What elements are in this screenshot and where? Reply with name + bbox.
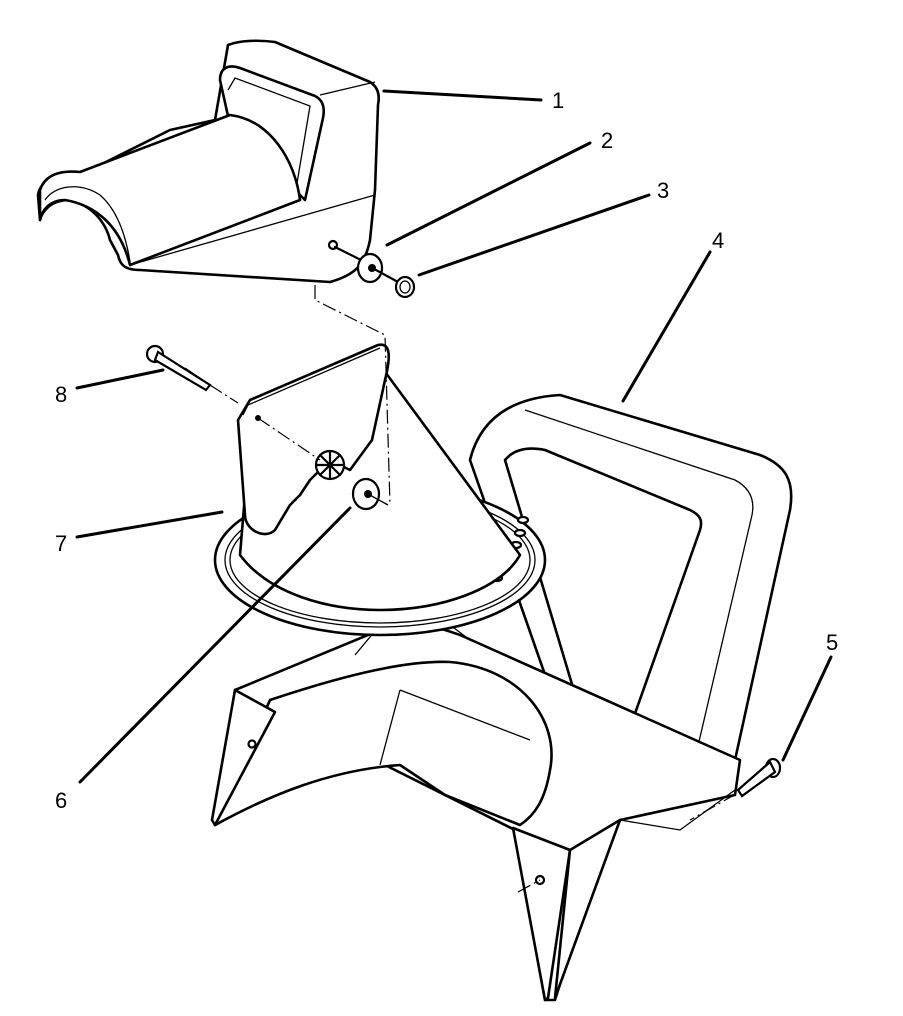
leader-4 xyxy=(621,250,712,403)
leader-7 xyxy=(75,510,224,539)
callouts: 1 2 3 4 5 6 7 8 xyxy=(55,88,838,813)
bolt-8 xyxy=(145,344,239,404)
callout-6: 6 xyxy=(55,788,67,813)
mounting-hole xyxy=(247,739,257,749)
leader-3 xyxy=(417,193,651,277)
leader-5 xyxy=(781,655,833,762)
leader-8 xyxy=(75,368,165,390)
washer-2 xyxy=(356,252,400,284)
callout-1: 1 xyxy=(552,88,564,113)
callout-3: 3 xyxy=(657,178,669,203)
leader-6 xyxy=(78,506,352,784)
callout-4: 4 xyxy=(712,228,724,253)
leader-2 xyxy=(385,141,592,247)
chute-deflector-part xyxy=(36,39,381,284)
housing-part xyxy=(210,393,793,1002)
leader-1 xyxy=(382,89,543,102)
washer-6 xyxy=(351,477,389,511)
bolt-5 xyxy=(689,757,782,821)
callout-8: 8 xyxy=(55,382,67,407)
nut-3 xyxy=(394,275,416,299)
callout-7: 7 xyxy=(55,531,67,556)
callout-2: 2 xyxy=(601,128,613,153)
callout-5: 5 xyxy=(826,630,838,655)
